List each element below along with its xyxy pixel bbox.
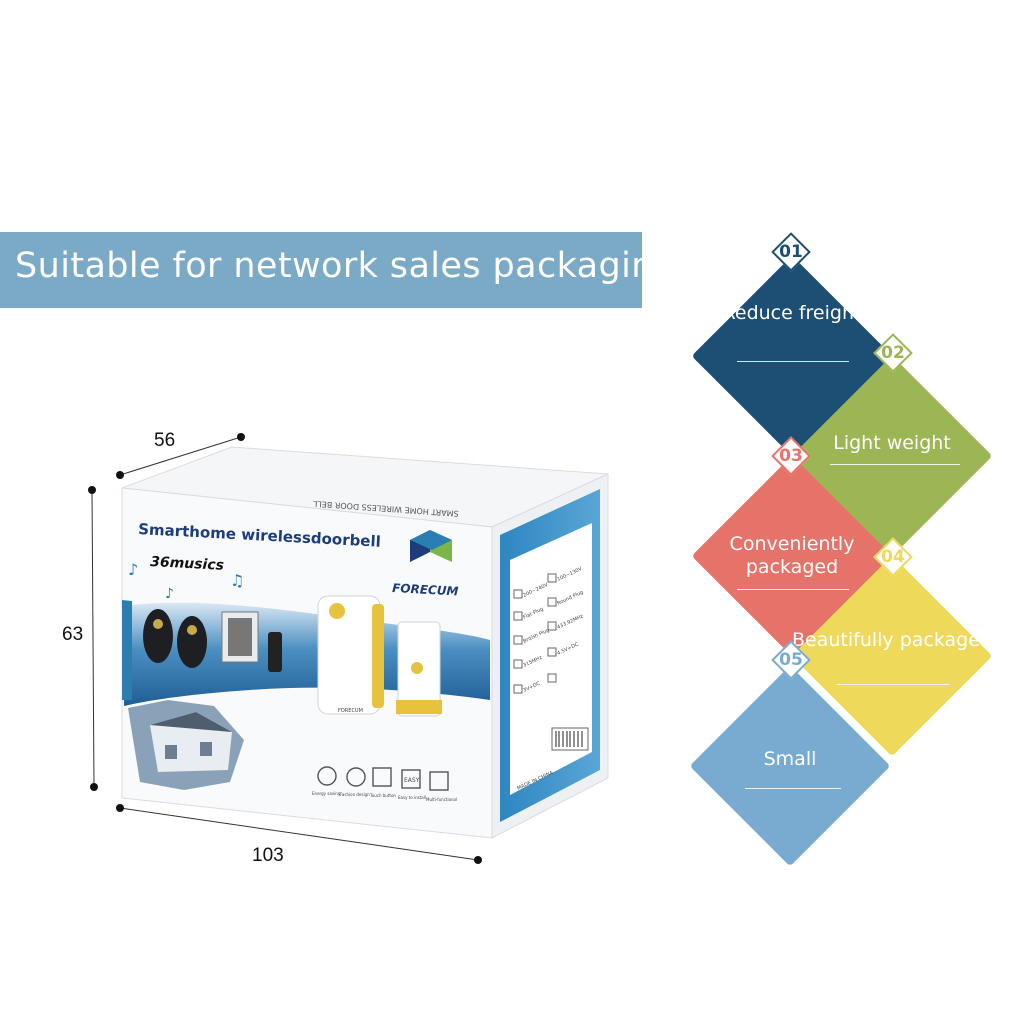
- badge-02: 02: [873, 333, 913, 373]
- feature-diamond-03: Conveniently packaged: [691, 455, 893, 657]
- feature-label-02: Light weight: [833, 432, 951, 454]
- feature-divider: [830, 464, 960, 465]
- badge-number-02: 02: [881, 343, 905, 363]
- badge-number-03: 03: [779, 446, 803, 466]
- feature-diamond-05: Small: [689, 665, 891, 867]
- badge-number-05: 05: [779, 650, 803, 670]
- feature-label-04: Beautifully packaged: [792, 629, 992, 651]
- feature-diamond-04: Beautifully packaged: [791, 555, 993, 757]
- music-note-icon: ♫: [230, 571, 244, 590]
- box-feature-label-1: Energy saving: [312, 791, 341, 796]
- feature-divider: [737, 361, 849, 362]
- feature-divider: [837, 684, 949, 685]
- feature-label-03: Conveniently packaged: [729, 533, 855, 578]
- dimension-lines: [88, 433, 482, 864]
- dimension-width-label: 56: [154, 430, 176, 451]
- music-note-icon: ♪: [128, 560, 138, 579]
- feature-diamond-01: Reduce freight: [691, 255, 893, 457]
- feature-divider: [745, 788, 841, 789]
- box-brand: FORECUM: [392, 581, 459, 598]
- box-small-brand: FORECUM: [338, 708, 363, 714]
- box-feature-label-2: Fashion design: [340, 792, 370, 797]
- title-banner: Suitable for network sales packaging: [0, 232, 676, 308]
- badge-05: 05: [771, 640, 811, 680]
- feature-divider: [737, 589, 849, 590]
- badge-03: 03: [771, 436, 811, 476]
- feature-label-05: Small: [763, 748, 817, 770]
- badge-04: 04: [873, 537, 913, 577]
- main-doorbell-unit: [317, 595, 381, 715]
- dimension-height-label: 63: [62, 624, 84, 645]
- badge-number-04: 04: [881, 547, 905, 567]
- feature-icons: [317, 766, 449, 791]
- box-musics: 36musics: [150, 554, 225, 574]
- dimension-length-label: 103: [252, 845, 284, 866]
- badge-number-01: 01: [779, 242, 803, 262]
- music-note-icon: ♪: [165, 586, 174, 602]
- feature-label-01: Reduce freight: [722, 302, 862, 324]
- badge-01: 01: [771, 232, 811, 272]
- banner-title: Suitable for network sales packaging: [15, 246, 677, 286]
- box-feature-label-3: Touch button: [369, 793, 396, 798]
- box-easy-badge: EASY: [404, 777, 420, 784]
- box-feature-label-4: Easy to install: [398, 795, 426, 800]
- feature-diamond-02: Light weight: [791, 355, 993, 557]
- box-feature-label-5: Multi-functional: [426, 797, 457, 802]
- forecum-logo-icon: [410, 530, 452, 562]
